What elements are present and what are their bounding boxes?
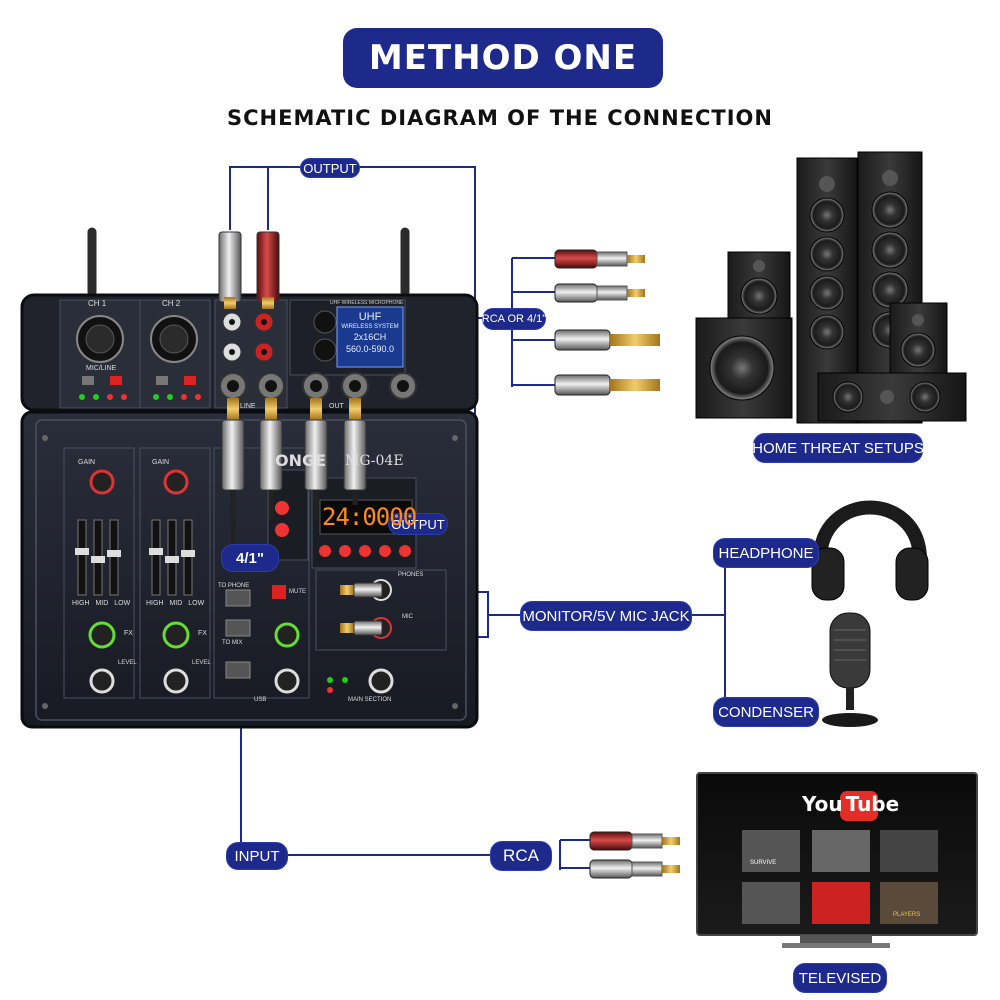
- eq-high: HIGH: [146, 600, 164, 607]
- mixer-lcd-display: 24:0000: [322, 503, 417, 531]
- label-televised: TELEVISED: [793, 963, 887, 993]
- level-label-1: LEVEL: [118, 660, 137, 666]
- mixer-brand: ONGE: [275, 451, 327, 470]
- to-mix-label: TO MIX: [222, 640, 243, 646]
- condenser-mic-illustration: [822, 612, 878, 727]
- youtube-logo-tube: Tube: [845, 792, 900, 816]
- eq-labels-2: HIGH MID LOW: [146, 600, 204, 607]
- uhf-screen-text: UHF WIRELESS SYSTEM 2x16CH 560.0-590.0: [339, 311, 401, 355]
- level-label-2: LEVEL: [192, 660, 211, 666]
- header-title: METHOD ONE: [343, 28, 663, 88]
- mute-label: MUTE: [289, 589, 306, 595]
- label-home-theater: HOME THREAT SETUPS: [752, 433, 924, 463]
- tv-tile-caption-6: PLAYERS: [893, 912, 921, 918]
- gain-label-2: GAIN: [152, 459, 170, 466]
- speaker-cables: [554, 249, 660, 396]
- gain-label-1: GAIN: [78, 459, 96, 466]
- eq-high: HIGH: [72, 600, 90, 607]
- to-phone-label: TO PHONE: [218, 583, 250, 589]
- label-quarter-inch: 4/1": [221, 544, 279, 572]
- label-output-mid: OUTPUT: [388, 513, 448, 535]
- uhf-line-4: 560.0-590.0: [345, 344, 395, 354]
- eq-low: LOW: [114, 600, 131, 607]
- fx-label-1: FX: [124, 630, 133, 637]
- mixer-ch2-label: CH 2: [162, 299, 181, 308]
- mic-label: MIC: [402, 614, 413, 620]
- headphone-illustration: [811, 500, 929, 601]
- uhf-line-1: UHF: [358, 311, 382, 323]
- label-headphone: HEADPHONE: [713, 538, 819, 568]
- fx-label-2: FX: [198, 630, 207, 637]
- phones-label: PHONES: [398, 572, 424, 578]
- diagram-subtitle: SCHEMATIC DIAGRAM OF THE CONNECTION: [226, 106, 773, 130]
- eq-mid: MID: [169, 600, 183, 607]
- label-rca: RCA: [490, 841, 552, 871]
- television: [696, 772, 978, 948]
- home-theater-speakers: [695, 151, 967, 424]
- label-input: INPUT: [226, 842, 288, 870]
- mixer-output-rca-plugs: [218, 231, 280, 309]
- out-label: OUT: [329, 403, 344, 410]
- mixer-35mm-plugs: [340, 582, 383, 636]
- line-label: LINE: [240, 403, 256, 410]
- uhf-line-2: WIRELESS SYSTEM: [341, 324, 399, 330]
- uhf-title-label: UHF WIRELESS MICROPHONE: [330, 300, 404, 306]
- label-output-top: OUTPUT: [300, 158, 360, 178]
- label-rca-or: RCA OR 4/1": [482, 308, 546, 330]
- mixer-mic-line-label: MIC/LINE: [86, 365, 117, 372]
- eq-mid: MID: [95, 600, 109, 607]
- mixer-ch1-label: CH 1: [88, 299, 107, 308]
- input-rca-cables: [589, 831, 680, 879]
- youtube-logo-you: You: [802, 792, 843, 816]
- main-section-label: MAIN SECTION: [348, 697, 392, 703]
- mixer-line-jack-plugs: [221, 398, 367, 545]
- eq-low: LOW: [188, 600, 205, 607]
- uhf-line-3: 2x16CH: [353, 332, 387, 342]
- label-monitor-mic-jack: MONITOR/5V MIC JACK: [520, 601, 692, 631]
- label-condenser: CONDENSER: [713, 697, 819, 727]
- mixer-model: MG-04E: [345, 453, 404, 469]
- tv-tile-caption-1: SURVIVE: [750, 860, 777, 866]
- usb-label: USB: [254, 697, 267, 703]
- eq-labels-1: HIGH MID LOW: [72, 600, 130, 607]
